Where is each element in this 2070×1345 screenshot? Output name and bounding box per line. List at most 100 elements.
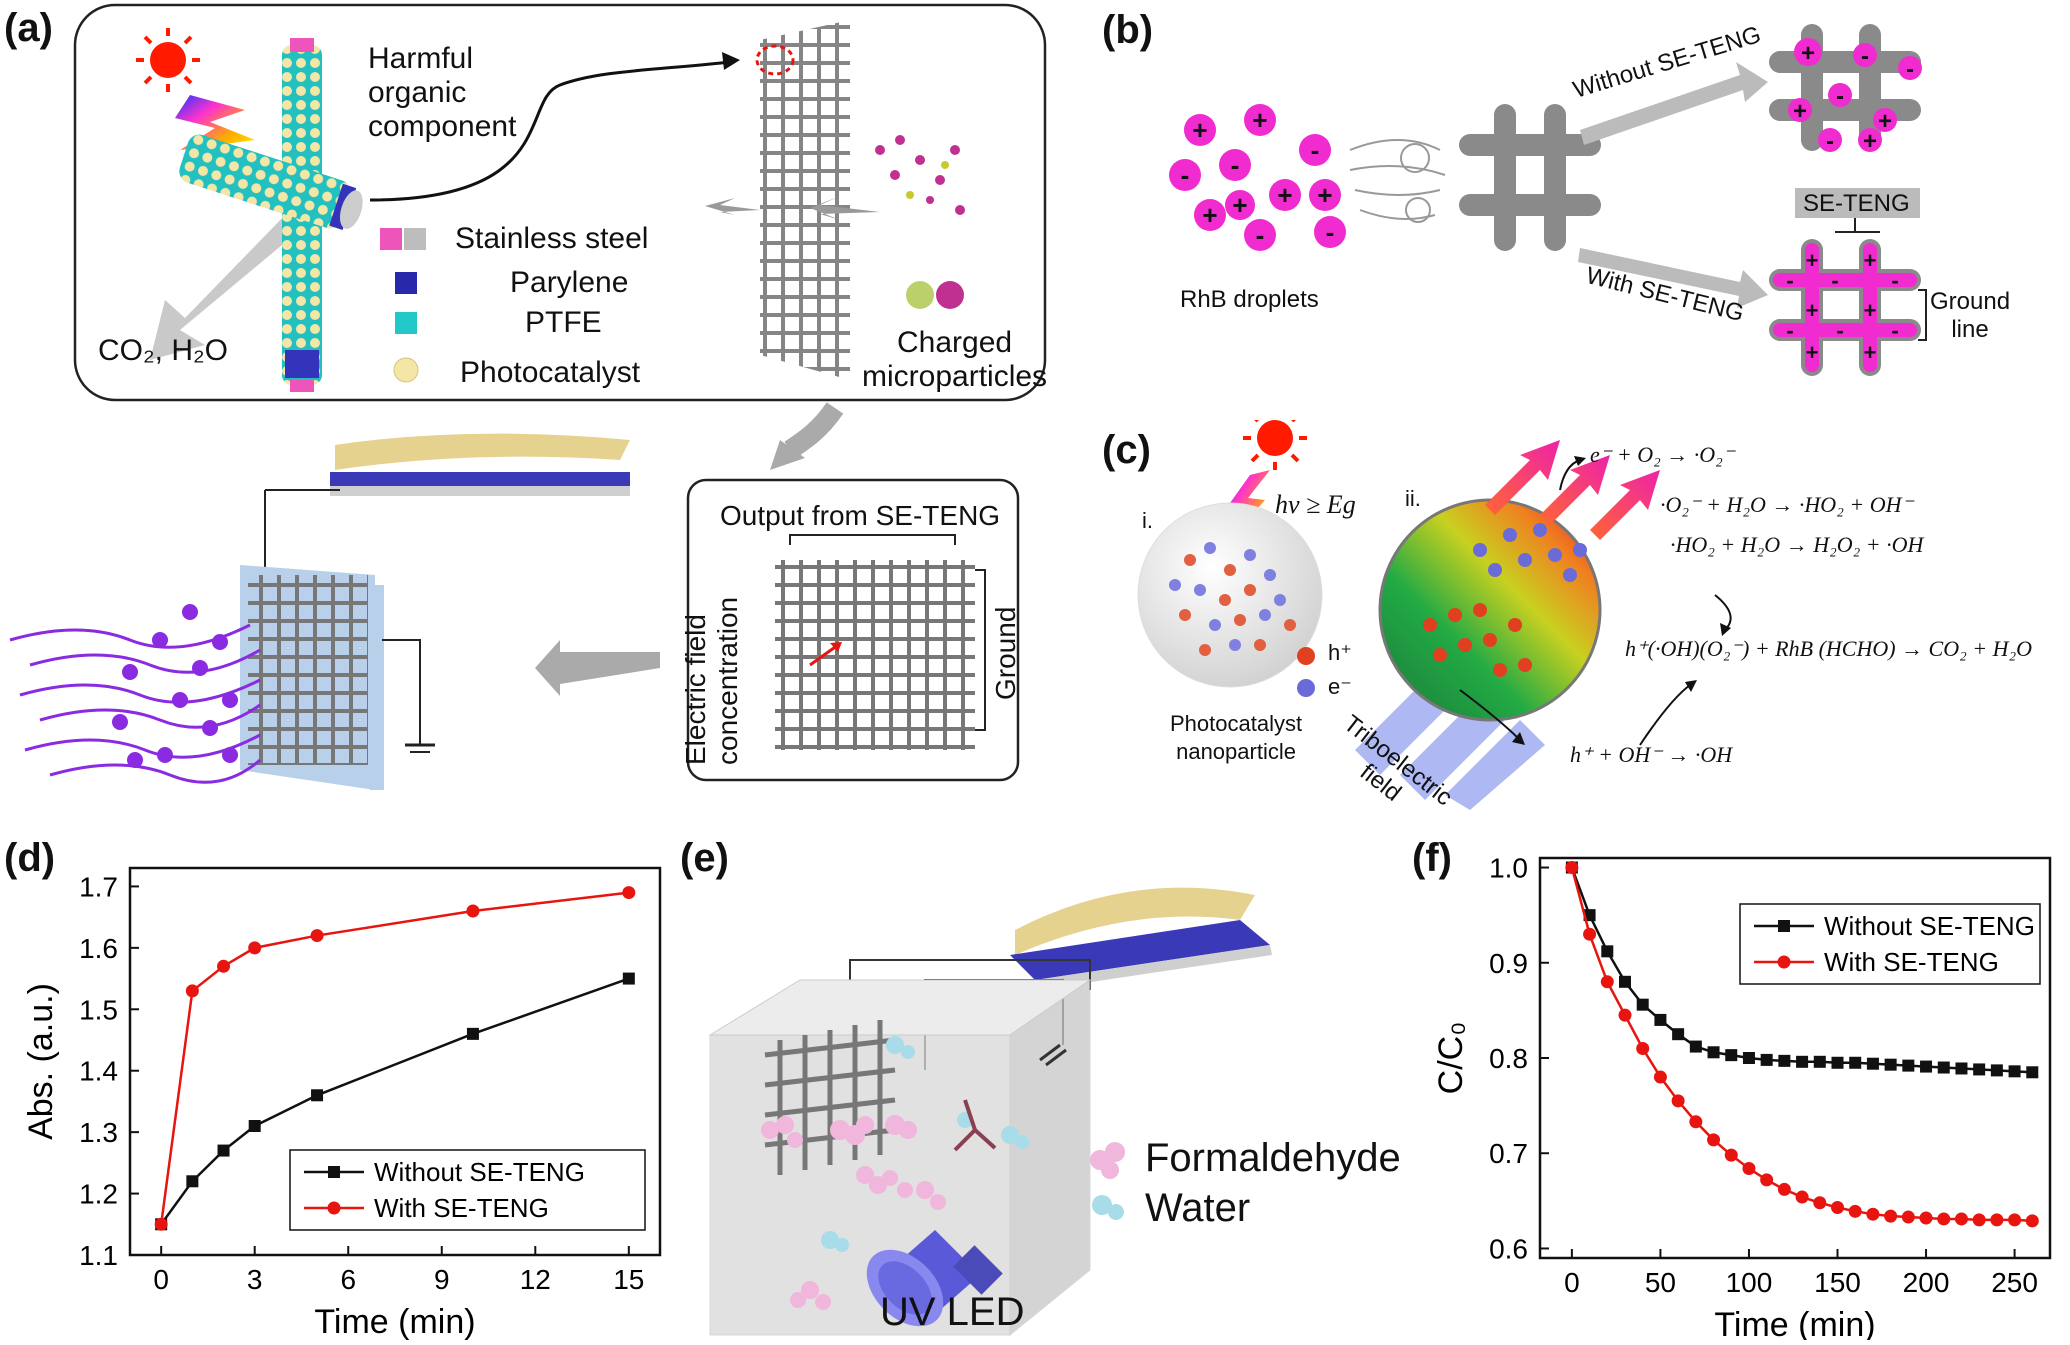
data-point — [186, 1175, 198, 1187]
uvled-label: UV LED — [880, 1290, 1025, 1335]
data-point — [1707, 1133, 1720, 1146]
data-point — [1885, 1059, 1897, 1071]
data-point — [1725, 1049, 1737, 1061]
data-point — [1832, 1057, 1844, 1069]
data-point — [1920, 1061, 1932, 1073]
x-tick-label: 12 — [520, 1264, 551, 1295]
data-point — [1672, 1028, 1684, 1040]
svg-text:-: - — [1826, 128, 1834, 155]
svg-text:+: + — [1864, 298, 1877, 323]
data-point — [1654, 1014, 1666, 1026]
x-tick-label: 50 — [1645, 1267, 1676, 1298]
x-tick-label: 250 — [1991, 1267, 2038, 1298]
data-point — [2026, 1066, 2038, 1078]
data-point — [466, 905, 479, 918]
x-axis-label: Time (min) — [314, 1303, 475, 1340]
output-title: Output from SE-TENG — [720, 500, 1000, 532]
x-tick-label: 9 — [434, 1264, 450, 1295]
harmful-line3: component — [368, 110, 516, 144]
sun-icon-c — [1243, 420, 1307, 470]
svg-text:-: - — [1256, 220, 1265, 250]
data-point — [1955, 1062, 1967, 1074]
panel-c: i. ii. hv ≥ Eg h⁺ e⁻ Photocatalyst nanop… — [1100, 420, 2070, 810]
y-tick-label: 1.5 — [79, 994, 118, 1025]
data-point — [1937, 1212, 1950, 1225]
data-point — [2008, 1213, 2021, 1226]
svg-text:-: - — [1231, 150, 1240, 180]
legend-ptfe: PTFE — [525, 306, 602, 340]
y-tick-label: 1.7 — [79, 871, 118, 902]
legend-water-icon — [1092, 1195, 1124, 1220]
ground-line-label: Ground line — [1930, 288, 2010, 344]
svg-text:-: - — [1326, 217, 1335, 247]
eq5: h⁺ + OH⁻ → ·OH — [1570, 742, 1732, 768]
data-point — [186, 984, 199, 997]
eq4: h⁺(·OH)(O₂⁻) + RhB (HCHO) → CO₂ + H₂O — [1625, 636, 2032, 662]
panel-e-artwork — [680, 830, 1410, 1340]
data-point — [1636, 1042, 1649, 1055]
data-point — [1619, 976, 1631, 988]
data-point — [1601, 975, 1614, 988]
mesh-sheet — [760, 20, 850, 380]
y-tick-label: 0.8 — [1489, 1043, 1528, 1074]
x-tick-label: 100 — [1726, 1267, 1773, 1298]
svg-text:-: - — [1181, 160, 1190, 190]
charged-line1: Charged — [862, 326, 1047, 360]
formaldehyde-label: Formaldehyde — [1145, 1136, 1401, 1181]
efield-line2: concentration — [712, 597, 744, 765]
y-tick-label: 1.0 — [1489, 853, 1528, 884]
ground-line2: line — [1930, 316, 2010, 344]
x-tick-label: 15 — [613, 1264, 644, 1295]
data-point — [311, 929, 324, 942]
eq2: ·O₂⁻ + H₂O → ·HO₂ + OH⁻ — [1660, 492, 1913, 518]
x-axis-label: Time (min) — [1714, 1306, 1875, 1340]
data-point — [1672, 1094, 1685, 1107]
svg-text:-: - — [1786, 318, 1793, 343]
panel-d: 036912151.11.21.31.41.51.61.7Time (min)A… — [0, 830, 680, 1340]
svg-text:-: - — [1891, 318, 1898, 343]
panel-e: Formaldehyde Water UV LED — [680, 830, 1410, 1340]
fiber-knot — [1470, 115, 1590, 240]
data-point — [1884, 1210, 1897, 1223]
data-point — [1690, 1041, 1702, 1053]
hv-label: hv ≥ Eg — [1275, 490, 1356, 520]
y-tick-label: 1.3 — [79, 1117, 118, 1148]
sun-icon — [136, 28, 200, 92]
seteng-label: SE-TENG — [1803, 190, 1910, 218]
return-arrow — [535, 640, 660, 696]
y-tick-label: 1.1 — [79, 1240, 118, 1271]
data-point — [1601, 945, 1613, 957]
x-tick-label: 3 — [247, 1264, 263, 1295]
svg-text:-: - — [1311, 135, 1320, 165]
x-tick-label: 0 — [1564, 1267, 1580, 1298]
wind-icon — [1350, 140, 1445, 222]
svg-text:+: + — [1864, 340, 1877, 365]
svg-text:+: + — [1801, 40, 1815, 67]
hplus-label: h⁺ — [1328, 640, 1352, 666]
harmful-line2: organic — [368, 76, 516, 110]
svg-text:+: + — [1806, 298, 1819, 323]
efield-line1: Electric field — [680, 597, 712, 765]
data-point — [1760, 1173, 1773, 1186]
eminus-label: e⁻ — [1328, 674, 1352, 700]
data-point — [1973, 1213, 1986, 1226]
data-point — [249, 1120, 261, 1132]
ground-line1: Ground — [1930, 288, 2010, 316]
svg-text:+: + — [1864, 248, 1877, 273]
water-label: Water — [1145, 1186, 1250, 1231]
co2-label: CO₂, H₂O — [98, 334, 228, 368]
legend-entry: Without SE-TENG — [374, 1157, 585, 1187]
data-point — [1761, 1054, 1773, 1066]
data-point — [623, 973, 635, 985]
ground-label: Ground — [990, 607, 1022, 700]
data-point — [1902, 1211, 1915, 1224]
legend-marker — [328, 1166, 340, 1178]
x-tick-label: 200 — [1903, 1267, 1950, 1298]
data-point — [2009, 1065, 2021, 1077]
data-point — [1866, 1208, 1879, 1221]
data-point — [1814, 1056, 1826, 1068]
nano-line2: nanoparticle — [1170, 738, 1302, 766]
data-point — [311, 1089, 323, 1101]
svg-text:+: + — [1192, 115, 1207, 145]
svg-text:-: - — [1831, 268, 1838, 293]
